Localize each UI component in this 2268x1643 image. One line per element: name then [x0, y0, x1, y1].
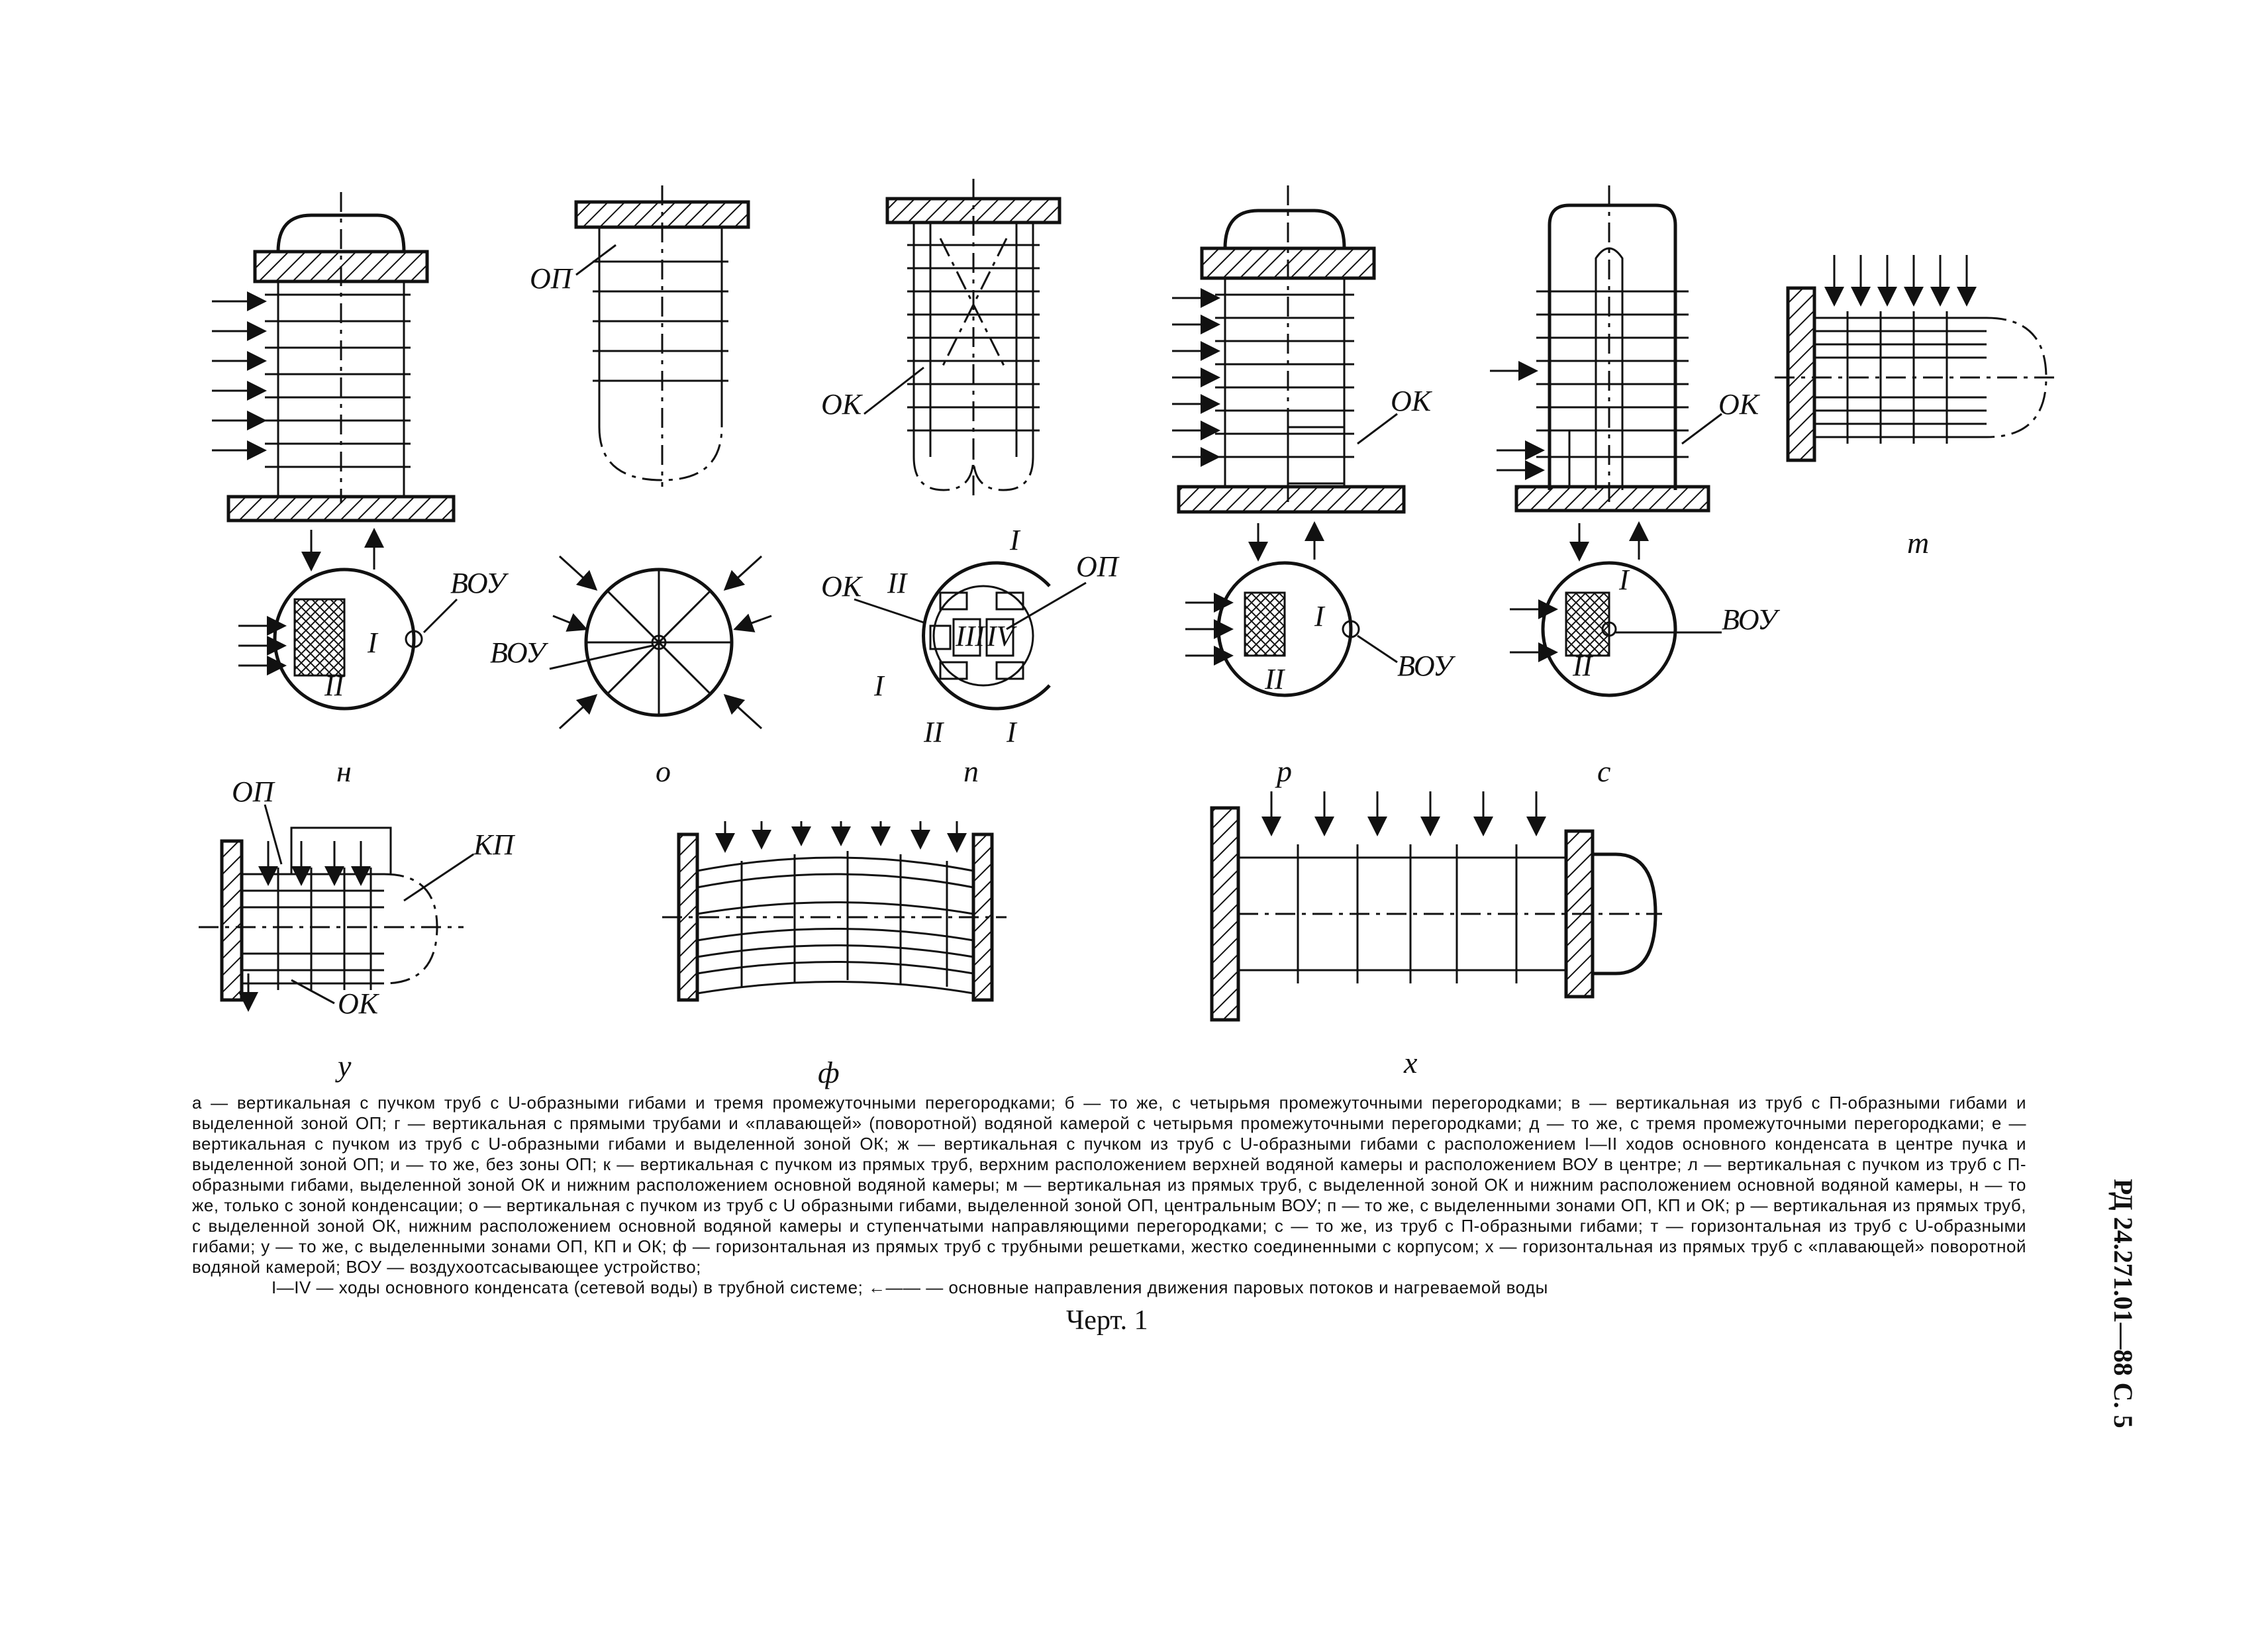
label-I-n: I — [367, 626, 379, 659]
caption-f: ф — [818, 1056, 840, 1089]
caption-n: н — [336, 754, 352, 788]
caption-x: х — [1403, 1046, 1418, 1079]
label-vou-s: ВОУ — [1722, 603, 1781, 636]
caption-t: т — [1907, 526, 1929, 560]
label-II-p-top: II — [887, 567, 909, 599]
label-I-r: I — [1314, 600, 1326, 632]
diagram-p: ОК III IV II I I II I ОК ОП п — [821, 179, 1120, 788]
legend-text: а — вертикальная с пучком труб с U-образ… — [192, 1093, 2026, 1277]
figure-caption: Черт. 1 — [1066, 1305, 1148, 1336]
label-I-s: I — [1618, 564, 1630, 596]
label-ok-r: ОК — [1391, 385, 1433, 417]
diagram-s: ОК ВОУ I II с — [1490, 185, 1781, 788]
label-II-r: II — [1264, 663, 1286, 695]
diagram-r: ОК ВОУ I II р — [1172, 185, 1456, 788]
label-III-p: III — [955, 620, 986, 652]
document-side-reference: РД 24.271.01—88 С. 5 — [2108, 1179, 2138, 1428]
caption-p: п — [963, 754, 979, 788]
label-I-p-left: I — [873, 670, 885, 702]
diagram-f: ф — [662, 821, 1007, 1089]
caption-o: о — [656, 754, 671, 788]
label-ok-s: ОК — [1718, 388, 1761, 421]
caption-u: у — [335, 1049, 352, 1083]
label-vou-r: ВОУ — [1397, 650, 1456, 682]
label-kp-u: КП — [473, 828, 515, 861]
diagram-o: ОП ВОУ о — [490, 185, 772, 788]
label-vou-o: ВОУ — [490, 636, 549, 669]
label-ok-p: ОК — [821, 388, 863, 421]
label-vou-n: ВОУ — [450, 567, 509, 599]
legend-last-line: I—IV — ходы основного конденсата (сетево… — [271, 1277, 1548, 1297]
legend: а — вертикальная с пучком труб с U-образ… — [192, 1093, 2026, 1298]
label-II-s: II — [1572, 650, 1594, 682]
label-op-u: ОП — [232, 775, 275, 808]
caption-s: с — [1597, 754, 1610, 788]
diagram-n: ВОУ I II н — [212, 192, 509, 788]
label-ok-p2: ОК — [821, 570, 863, 603]
label-I-p-bottom: I — [1006, 716, 1018, 748]
diagram-x: х — [1210, 791, 1662, 1079]
diagram-t: т — [1775, 255, 2059, 560]
label-op-o: ОП — [530, 262, 573, 295]
label-ok-u: ОК — [338, 987, 380, 1020]
caption-r: р — [1275, 754, 1292, 788]
label-op-p: ОП — [1076, 550, 1120, 583]
label-II-n: II — [324, 670, 346, 702]
diagram-u: ОП КП ОК у — [199, 775, 515, 1083]
label-I-p-top: I — [1009, 524, 1021, 556]
label-II-p-bottom: II — [923, 716, 945, 748]
